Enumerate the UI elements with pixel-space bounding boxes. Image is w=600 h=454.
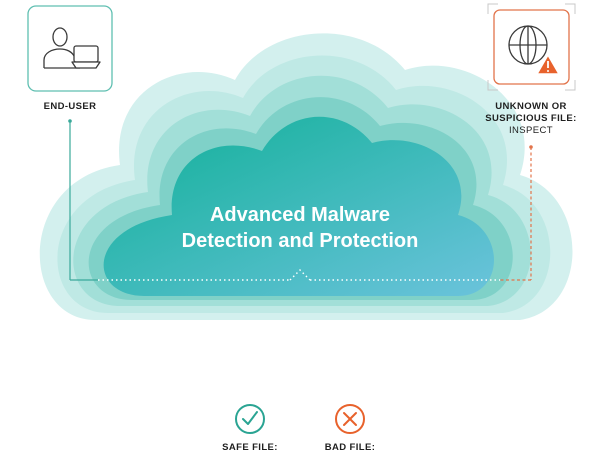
globe-icon — [508, 25, 548, 65]
safe-file-icon — [235, 404, 265, 434]
cloud-title: Advanced Malware Detection and Protectio… — [130, 202, 470, 254]
suspicious-label-line-2: SUSPICIOUS FILE: — [485, 113, 577, 124]
warning-icon — [536, 54, 560, 75]
end-user-label: END-USER — [43, 101, 97, 112]
safe-file-label: SAFE FILE: — [222, 442, 278, 453]
cloud-core — [103, 116, 494, 296]
cloud — [39, 33, 573, 320]
end-user-card — [27, 5, 113, 92]
bad-file-label: BAD FILE: — [324, 442, 376, 453]
suspicious-label-line-3: INSPECT — [509, 125, 553, 136]
bad-file-icon — [335, 404, 365, 434]
end-user-connector — [68, 119, 98, 281]
user-at-computer-icon — [43, 27, 101, 69]
cloud-title-line-1: Advanced Malware — [209, 204, 391, 226]
suspicious-connector — [500, 145, 533, 281]
suspicious-file-label: UNKNOWN OR SUSPICIOUS FILE: INSPECT — [476, 101, 586, 137]
suspicious-label-line-1: UNKNOWN OR — [495, 101, 567, 112]
corner-brackets — [487, 3, 576, 91]
suspicious-file-card — [487, 3, 576, 91]
inspection-dotted-line — [98, 269, 500, 281]
cloud-title-line-2: Detection and Protection — [181, 230, 419, 252]
x-icon — [343, 412, 357, 426]
check-icon — [242, 411, 258, 425]
